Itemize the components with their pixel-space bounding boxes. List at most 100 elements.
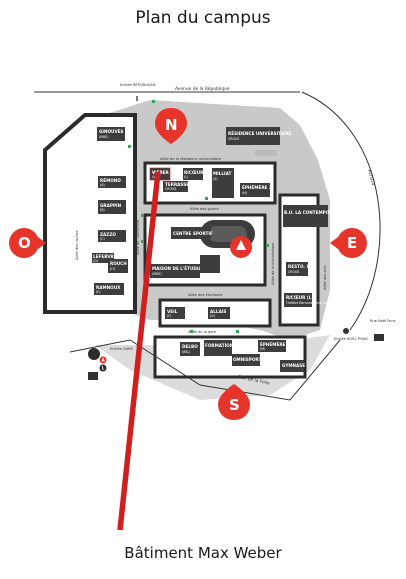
building-ginouves-name: GINOUVÈS — [99, 129, 124, 134]
building-residence-code: CROUS — [228, 137, 239, 141]
building-gymnase-name: GYMNASE — [282, 363, 305, 368]
building-milliat[interactable]: MILLIAT (S) — [212, 168, 234, 198]
noel-pons-entrance-marker — [343, 328, 349, 334]
building-ricoeur-top-name: RICŒUR — [184, 170, 204, 175]
street-label-republique: Avenue de la République — [175, 85, 230, 92]
building-residence[interactable]: RÉSIDENCE UNIVERSITAIRE CROUS — [226, 127, 292, 145]
allee-etudiants-label: Allée des étudiants — [188, 293, 223, 297]
pin-north-label: N — [165, 116, 178, 134]
building-veil-name: VEIL — [167, 309, 178, 314]
pin-north[interactable]: N — [155, 108, 187, 144]
green-markers — [128, 100, 269, 333]
pool-block — [200, 255, 220, 273]
building-ephemere1-code: (M) — [260, 347, 265, 351]
building-grappin-name: GRAPPIN — [100, 203, 122, 208]
building-ephemere1-name: ÉPHÉMÈRE 1 — [260, 342, 290, 347]
building-formation-name: FORMATION CONTINUE — [205, 343, 259, 348]
destination-caption: Bâtiment Max Weber — [124, 544, 282, 562]
building-contemporaine-name: B.U. LA CONTEMPORAINE — [284, 210, 344, 215]
pin-west[interactable]: O — [9, 228, 46, 258]
building-grappin[interactable]: GRAPPIN (B) — [98, 200, 126, 214]
building-zazzo-name: ZAZZO — [100, 232, 116, 237]
building-ephemere2-code: (N) — [242, 191, 247, 195]
building-rouch[interactable]: ROUCH (H) — [108, 259, 128, 273]
street-label-noel-pons: Rue Noël Pons — [370, 319, 396, 323]
building-resto-u[interactable]: RESTO. U CROUS — [286, 262, 310, 276]
building-ramnoux-code: (E) — [96, 290, 101, 294]
building-allais[interactable]: ALLAIS (G) — [208, 307, 230, 319]
building-gymnase[interactable]: GYMNASE — [280, 360, 305, 372]
building-ginouves-code: (MAE) — [99, 135, 108, 139]
train-icon — [88, 348, 100, 360]
rue-folie-road — [69, 339, 341, 401]
building-formation[interactable]: FORMATION CONTINUE — [204, 340, 259, 356]
building-lefebvre-code: (D) — [93, 259, 98, 263]
building-delbo-name: DELBO — [182, 344, 198, 349]
allee-residence-label: Allée de la résidence universitaire — [160, 157, 222, 161]
building-rouch-code: (H) — [110, 267, 115, 271]
entrance-noel-pons-label: Entrée NOËL PONS — [334, 336, 369, 341]
building-delbo[interactable]: DELBO (BSL) — [180, 342, 200, 356]
allee-arts-label: Allée des arts — [323, 265, 327, 290]
building-remond[interactable]: RÉMOND (A) — [98, 176, 126, 188]
entrance-republique-label: Entrée RÉPUBLIQUE — [120, 82, 156, 87]
line-l-badge — [99, 364, 107, 372]
building-omnisport[interactable]: OMNISPORT — [232, 354, 261, 366]
route-to-max-weber — [117, 171, 161, 531]
parking-noel-pons — [374, 334, 384, 341]
building-mde-name: MAISON DE L'ÉTUDIANT.E — [152, 266, 212, 271]
allee-gare-label: Allée de la gare — [188, 330, 217, 334]
allee-bibliotheque-label: Allée de la bibliothèque — [271, 242, 275, 285]
allee-universite-label: Allée de l'université — [136, 219, 140, 255]
building-lefebvre-name: LEFEBVRE — [93, 254, 117, 259]
building-terrasse[interactable]: TERRASSE CROUS — [163, 181, 189, 192]
building-centre-sportif[interactable]: CENTRE SPORTIF — [171, 227, 213, 239]
building-remond-name: RÉMOND — [100, 178, 121, 183]
building-mde-code: (MDE) — [152, 272, 162, 276]
building-terrasse-code: CROUS — [165, 187, 176, 191]
building-veil[interactable]: VEIL (F) — [165, 307, 185, 319]
pin-west-label: O — [18, 234, 31, 252]
building-rouch-name: ROUCH — [110, 261, 127, 266]
building-veil-code: (F) — [167, 314, 171, 318]
page-title: Plan du campus — [135, 8, 271, 28]
rd914-road — [301, 91, 381, 331]
building-remond-code: (A) — [100, 183, 105, 187]
building-resto-u-code: CROUS — [288, 270, 299, 274]
building-ephemere1[interactable]: ÉPHÉMÈRE 1 (M) — [258, 340, 290, 352]
pin-south[interactable]: S — [218, 384, 250, 420]
building-milliat-name: MILLIAT — [213, 171, 232, 176]
street-label-rd914: RD 914 — [366, 169, 376, 186]
building-milliat-code: (S) — [213, 177, 218, 181]
building-resto-u-name: RESTO. U — [288, 264, 310, 269]
pin-south-label: S — [229, 396, 240, 414]
building-ricoeur[interactable]: RICŒUR (L) Théâtre Bernard-Marie Koltès — [284, 293, 333, 307]
building-zazzo-code: (C) — [100, 237, 105, 241]
line-l-label: L — [102, 366, 105, 371]
building-ephemere2-name: ÉPHÉMÈRE 2 — [242, 185, 272, 190]
building-zazzo[interactable]: ZAZZO (C) — [98, 230, 126, 242]
bus-icon — [88, 372, 98, 380]
rer-a-label: A — [102, 358, 106, 363]
building-ephemere2[interactable]: ÉPHÉMÈRE 2 (N) — [240, 183, 272, 197]
building-ginouves[interactable]: GINOUVÈS (MAE) — [97, 127, 125, 141]
building-ricoeur-top-code: (L) — [184, 175, 188, 179]
building-grappin-code: (B) — [100, 208, 105, 212]
rer-a-badge — [99, 356, 107, 364]
entrance-gare-label: Entrée GARE — [110, 347, 134, 351]
building-allais-code: (G) — [210, 314, 215, 318]
building-omnisport-name: OMNISPORT — [233, 357, 261, 362]
building-mde[interactable]: MAISON DE L'ÉTUDIANT.E (MDE) — [150, 264, 212, 278]
building-ricoeur-name: RICŒUR (L) — [286, 295, 313, 300]
building-lefebvre[interactable]: LEFEBVRE (D) — [92, 253, 117, 263]
pin-east[interactable]: E — [330, 228, 367, 258]
residence-annex — [255, 150, 277, 156]
tree-glyph — [236, 240, 246, 250]
building-contemporaine[interactable]: B.U. LA CONTEMPORAINE — [283, 205, 344, 227]
building-terrasse-name: TERRASSE — [165, 182, 189, 187]
building-residence-name: RÉSIDENCE UNIVERSITAIRE — [228, 131, 292, 136]
building-ricoeur-code: Théâtre Bernard-Marie Koltès — [285, 301, 333, 305]
building-ricoeur-top[interactable]: RICŒUR (L) — [183, 168, 204, 180]
building-ramnoux[interactable]: RAMNOUX (E) — [94, 283, 124, 295]
